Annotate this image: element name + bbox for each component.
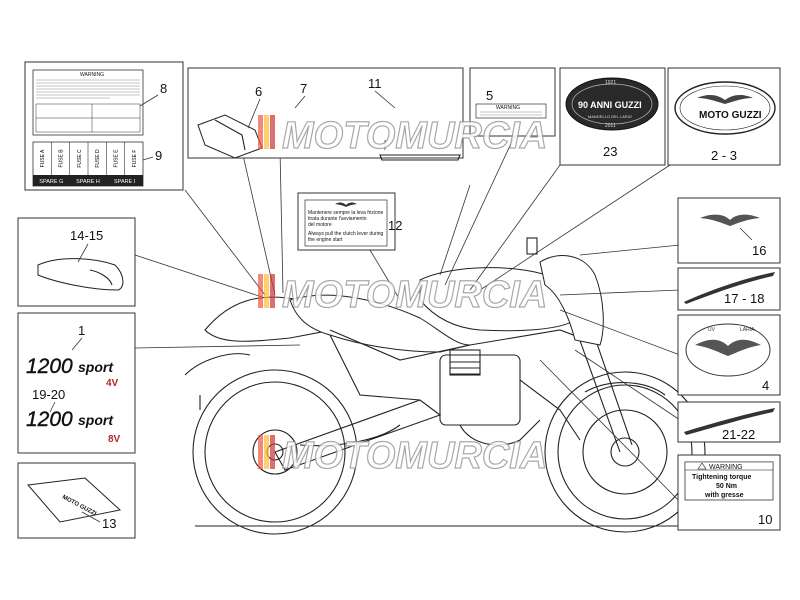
callout-21-22: 21-22: [722, 427, 755, 442]
stripe-decal: [684, 408, 775, 435]
spare-cell-label: SPARE H: [76, 179, 100, 185]
eagle-icon: [335, 202, 357, 207]
watermarks: MOTOMURCIA MOTOMURCIA MOTOMURCIA: [258, 114, 548, 478]
small-warning-text: WARNING: [496, 105, 520, 111]
callout-23: 23: [603, 144, 617, 159]
callout-5: 5: [486, 88, 493, 103]
fuse-cell-label: FUSE E: [114, 149, 120, 168]
watermark-middle: MOTOMURCIA: [258, 273, 548, 317]
clutch-label-en-line1: Always pull the clutch lever during: [308, 231, 384, 237]
spare-cell-label: SPARE I: [114, 179, 136, 185]
decal-a-suffix: sport: [78, 359, 114, 375]
tank-pad-shape: [27, 477, 122, 523]
motorcycle-drawing: [184, 237, 706, 535]
torque-warning-line2: 50 Nm: [716, 483, 737, 490]
trim-strip: [379, 154, 461, 161]
side-pad-shape: [37, 258, 124, 291]
anniversary-badge: [565, 77, 659, 131]
eagle-icon: [700, 214, 760, 226]
torque-warning-header: WARNING: [709, 464, 743, 471]
eagle-icon: [695, 339, 761, 356]
callout-9: 9: [155, 148, 162, 163]
panel-eagle-small: 16: [677, 197, 781, 264]
clutch-label-it-line3: del motore: [308, 222, 332, 228]
callout-14-15: 14-15: [70, 228, 103, 243]
watermark-top: MOTOMURCIA: [258, 114, 548, 158]
logo-brand-text: MOTO GUZZI: [699, 110, 762, 121]
moto-guzzi-logo-badge: [674, 81, 776, 135]
fuse-cell-label: FUSE F: [132, 150, 138, 168]
panel-tank-pad: MOTO GUZZI 13: [17, 462, 136, 539]
spare-cell-label: SPARE G: [39, 179, 63, 185]
eagle-icon: [697, 94, 753, 104]
decal-b-suffix: sport: [78, 412, 114, 428]
info-label: [32, 69, 144, 136]
panel-pads-strips: 6 7 11: [187, 67, 464, 161]
callout-4: 4: [762, 378, 769, 393]
callout-12: 12: [388, 218, 402, 233]
panel-model-decals: 1 1200 sport 4V 19-20 1200 sport 8V: [17, 312, 136, 454]
panel-logo-badge: MOTO GUZZI 2 - 3: [667, 67, 781, 166]
callout-13: 13: [102, 516, 116, 531]
fuse-strip: FUSE A FUSE B FUSE C FUSE D FUSE E FUSE F SPA…: [32, 141, 144, 187]
callout-19-20: 19-20: [32, 387, 65, 402]
badge-subtitle: MANDELLO DEL LARIO: [588, 114, 632, 119]
panel-clutch-label: Mantenere sempre la leva frizione tirata…: [297, 192, 402, 251]
svg-text:MOTOMURCIA: MOTOMURCIA: [282, 274, 547, 316]
eagle-badge-right-text: LARIA: [740, 327, 755, 333]
watermark-bottom: MOTOMURCIA: [258, 434, 548, 478]
stripe-decal: [684, 272, 775, 304]
callout-1: 1: [78, 323, 85, 338]
decal-b-model: 1200: [26, 408, 73, 431]
callout-11: 11: [368, 76, 382, 91]
badge-year-start: 1921: [605, 80, 616, 86]
svg-text:MOTOMURCIA: MOTOMURCIA: [282, 115, 547, 157]
callout-16: 16: [752, 243, 766, 258]
callout-7: 7: [300, 81, 307, 96]
fuse-cell-label: FUSE A: [40, 149, 46, 167]
panel-eagle-badge: UV LARIA 4: [677, 314, 781, 396]
eagle-badge-left-text: UV: [708, 327, 716, 333]
callout-10: 10: [758, 512, 772, 527]
callout-6: 6: [255, 84, 262, 99]
info-label-header: WARNING: [80, 72, 104, 78]
callout-2-3: 2 - 3: [711, 148, 737, 163]
badge-year-end: 2011: [605, 123, 616, 129]
decal-a-variant: 4V: [106, 378, 119, 389]
decal-b-variant: 8V: [108, 434, 121, 445]
svg-text:MOTOMURCIA: MOTOMURCIA: [282, 435, 547, 477]
clutch-label-en-line2: the engine start: [308, 237, 343, 243]
panel-anniversary-badge: 1921 90 ANNI GUZZI MANDELLO DEL LARIO 20…: [559, 67, 666, 166]
fuse-cell-label: FUSE D: [95, 149, 101, 168]
torque-warning-line1: Tightening torque: [692, 474, 751, 481]
clutch-label-it-line1: Mantenere sempre la leva frizione: [308, 210, 384, 216]
callout-17-18: 17 - 18: [724, 291, 764, 306]
decal-a-model: 1200: [26, 355, 73, 378]
fuse-cell-label: FUSE B: [59, 149, 65, 168]
warning-triangle-icon: [697, 462, 707, 470]
panel-stripe-17-18: 17 - 18: [677, 267, 781, 311]
badge-title: 90 ANNI GUZZI: [578, 100, 642, 110]
panel-side-pad: 14-15: [17, 217, 136, 307]
clutch-label-it-line2: tirata durante l'avviamento: [308, 216, 367, 222]
panel-torque-warning: WARNING Tightening torque 50 Nm with gre…: [677, 454, 781, 531]
torque-warning-line3: with gresse: [704, 492, 744, 499]
panel-stripe-21-22: 21-22: [677, 401, 781, 443]
panel-small-warning: 5 WARNING: [469, 67, 556, 137]
callout-8: 8: [160, 81, 167, 96]
fuse-cell-label: FUSE C: [77, 149, 83, 168]
